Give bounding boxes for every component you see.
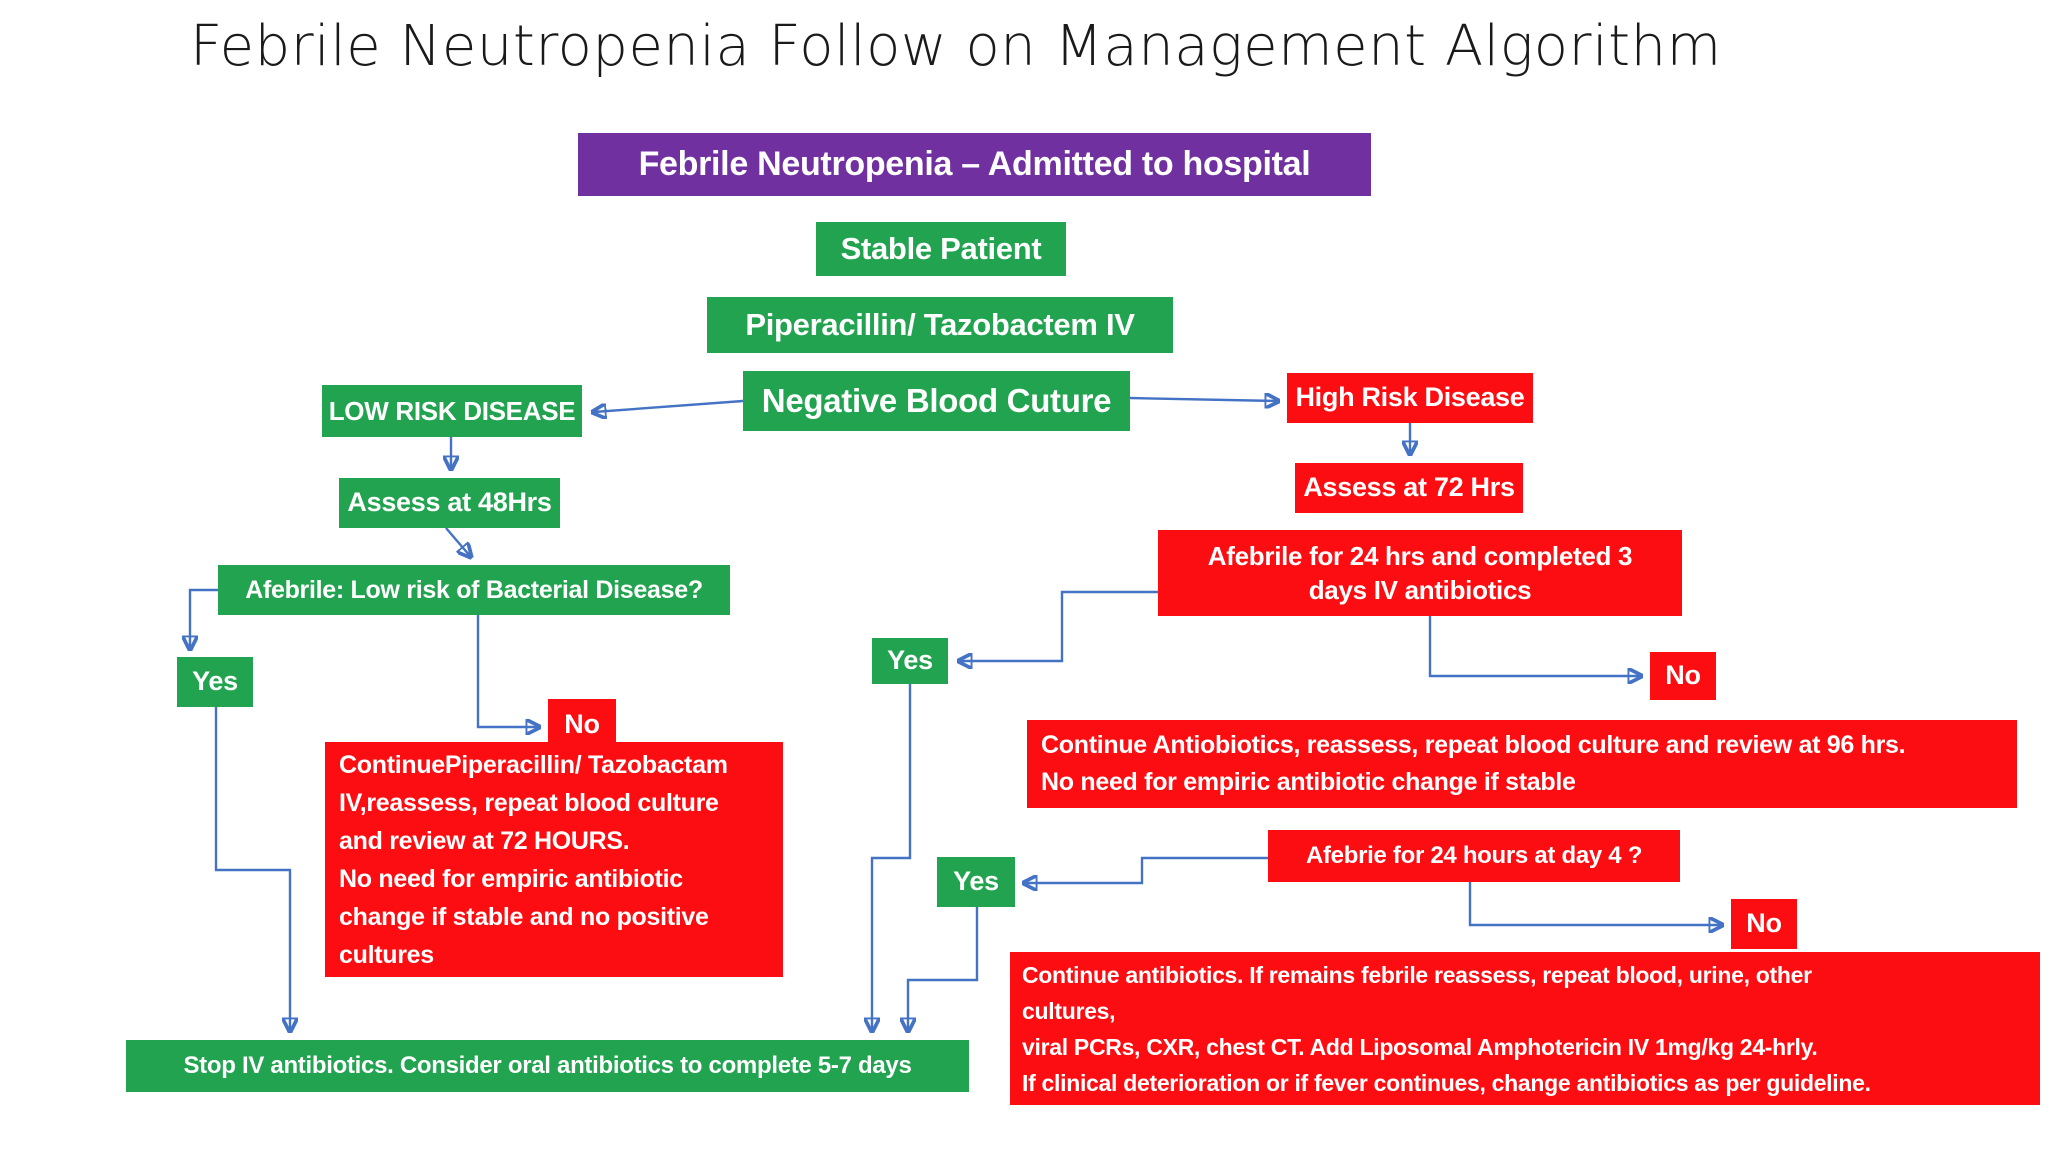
node-piperacillin-tazobactem: Piperacillin/ Tazobactem IV [707,297,1173,353]
arrow-afebrile-question-to-yes-left [190,588,218,648]
node-yes-middle-1: Yes [872,638,948,684]
node-high-risk-disease: High Risk Disease [1287,373,1533,423]
arrow-afebrile-question-to-no-left [476,615,538,727]
arrow-yes-mid1-to-stop-iv [872,684,912,1030]
arrow-afebrile24-to-no-right1 [1428,616,1640,676]
arrow-afebrile24-to-yes-mid1 [960,590,1158,661]
node-afebrile-24hours-day4-question: Afebrie for 24 hours at day 4 ? [1268,830,1680,882]
node-admitted-to-hospital: Febrile Neutropenia – Admitted to hospit… [578,133,1371,196]
node-assess-72hrs: Assess at 72 Hrs [1295,463,1523,513]
page-title: Febrile Neutropenia Follow on Management… [190,14,1722,79]
arrow-day4-to-no-right2 [1468,882,1721,925]
node-no-right-1: No [1650,652,1716,700]
node-continue-antibiotics-96hrs: Continue Antiobiotics, reassess, repeat … [1027,720,2017,808]
node-stop-iv-antibiotics: Stop IV antibiotics. Consider oral antib… [126,1040,969,1092]
node-yes-middle-2: Yes [937,857,1015,907]
node-continue-piperacillin-72hours: ContinuePiperacillin/ Tazobactam IV,reas… [325,742,783,977]
arrow-yes-mid2-to-stop-iv [908,907,979,1030]
node-afebrile-24hrs-completed-3days: Afebrile for 24 hrs and completed 3 days… [1158,530,1682,616]
arrow-nbc-to-lowrisk [594,399,744,412]
node-yes-left: Yes [177,657,253,707]
arrow-day4-to-yes-mid2 [1025,856,1268,883]
node-continue-antibiotics-febrile-workup: Continue antibiotics. If remains febrile… [1010,952,2040,1105]
arrow-yes-left-to-stop-iv [214,707,290,1030]
node-afebrile-low-risk-question: Afebrile: Low risk of Bacterial Disease? [218,565,730,615]
arrow-assess48-to-afebrile-question [445,527,470,556]
arrow-nbc-to-highrisk [1129,398,1277,401]
node-negative-blood-culture: Negative Blood Cuture [743,371,1130,431]
node-assess-48hrs: Assess at 48Hrs [339,478,560,528]
node-low-risk-disease: LOW RISK DISEASE [322,385,582,437]
node-stable-patient: Stable Patient [816,222,1066,276]
node-no-right-2: No [1731,899,1797,949]
